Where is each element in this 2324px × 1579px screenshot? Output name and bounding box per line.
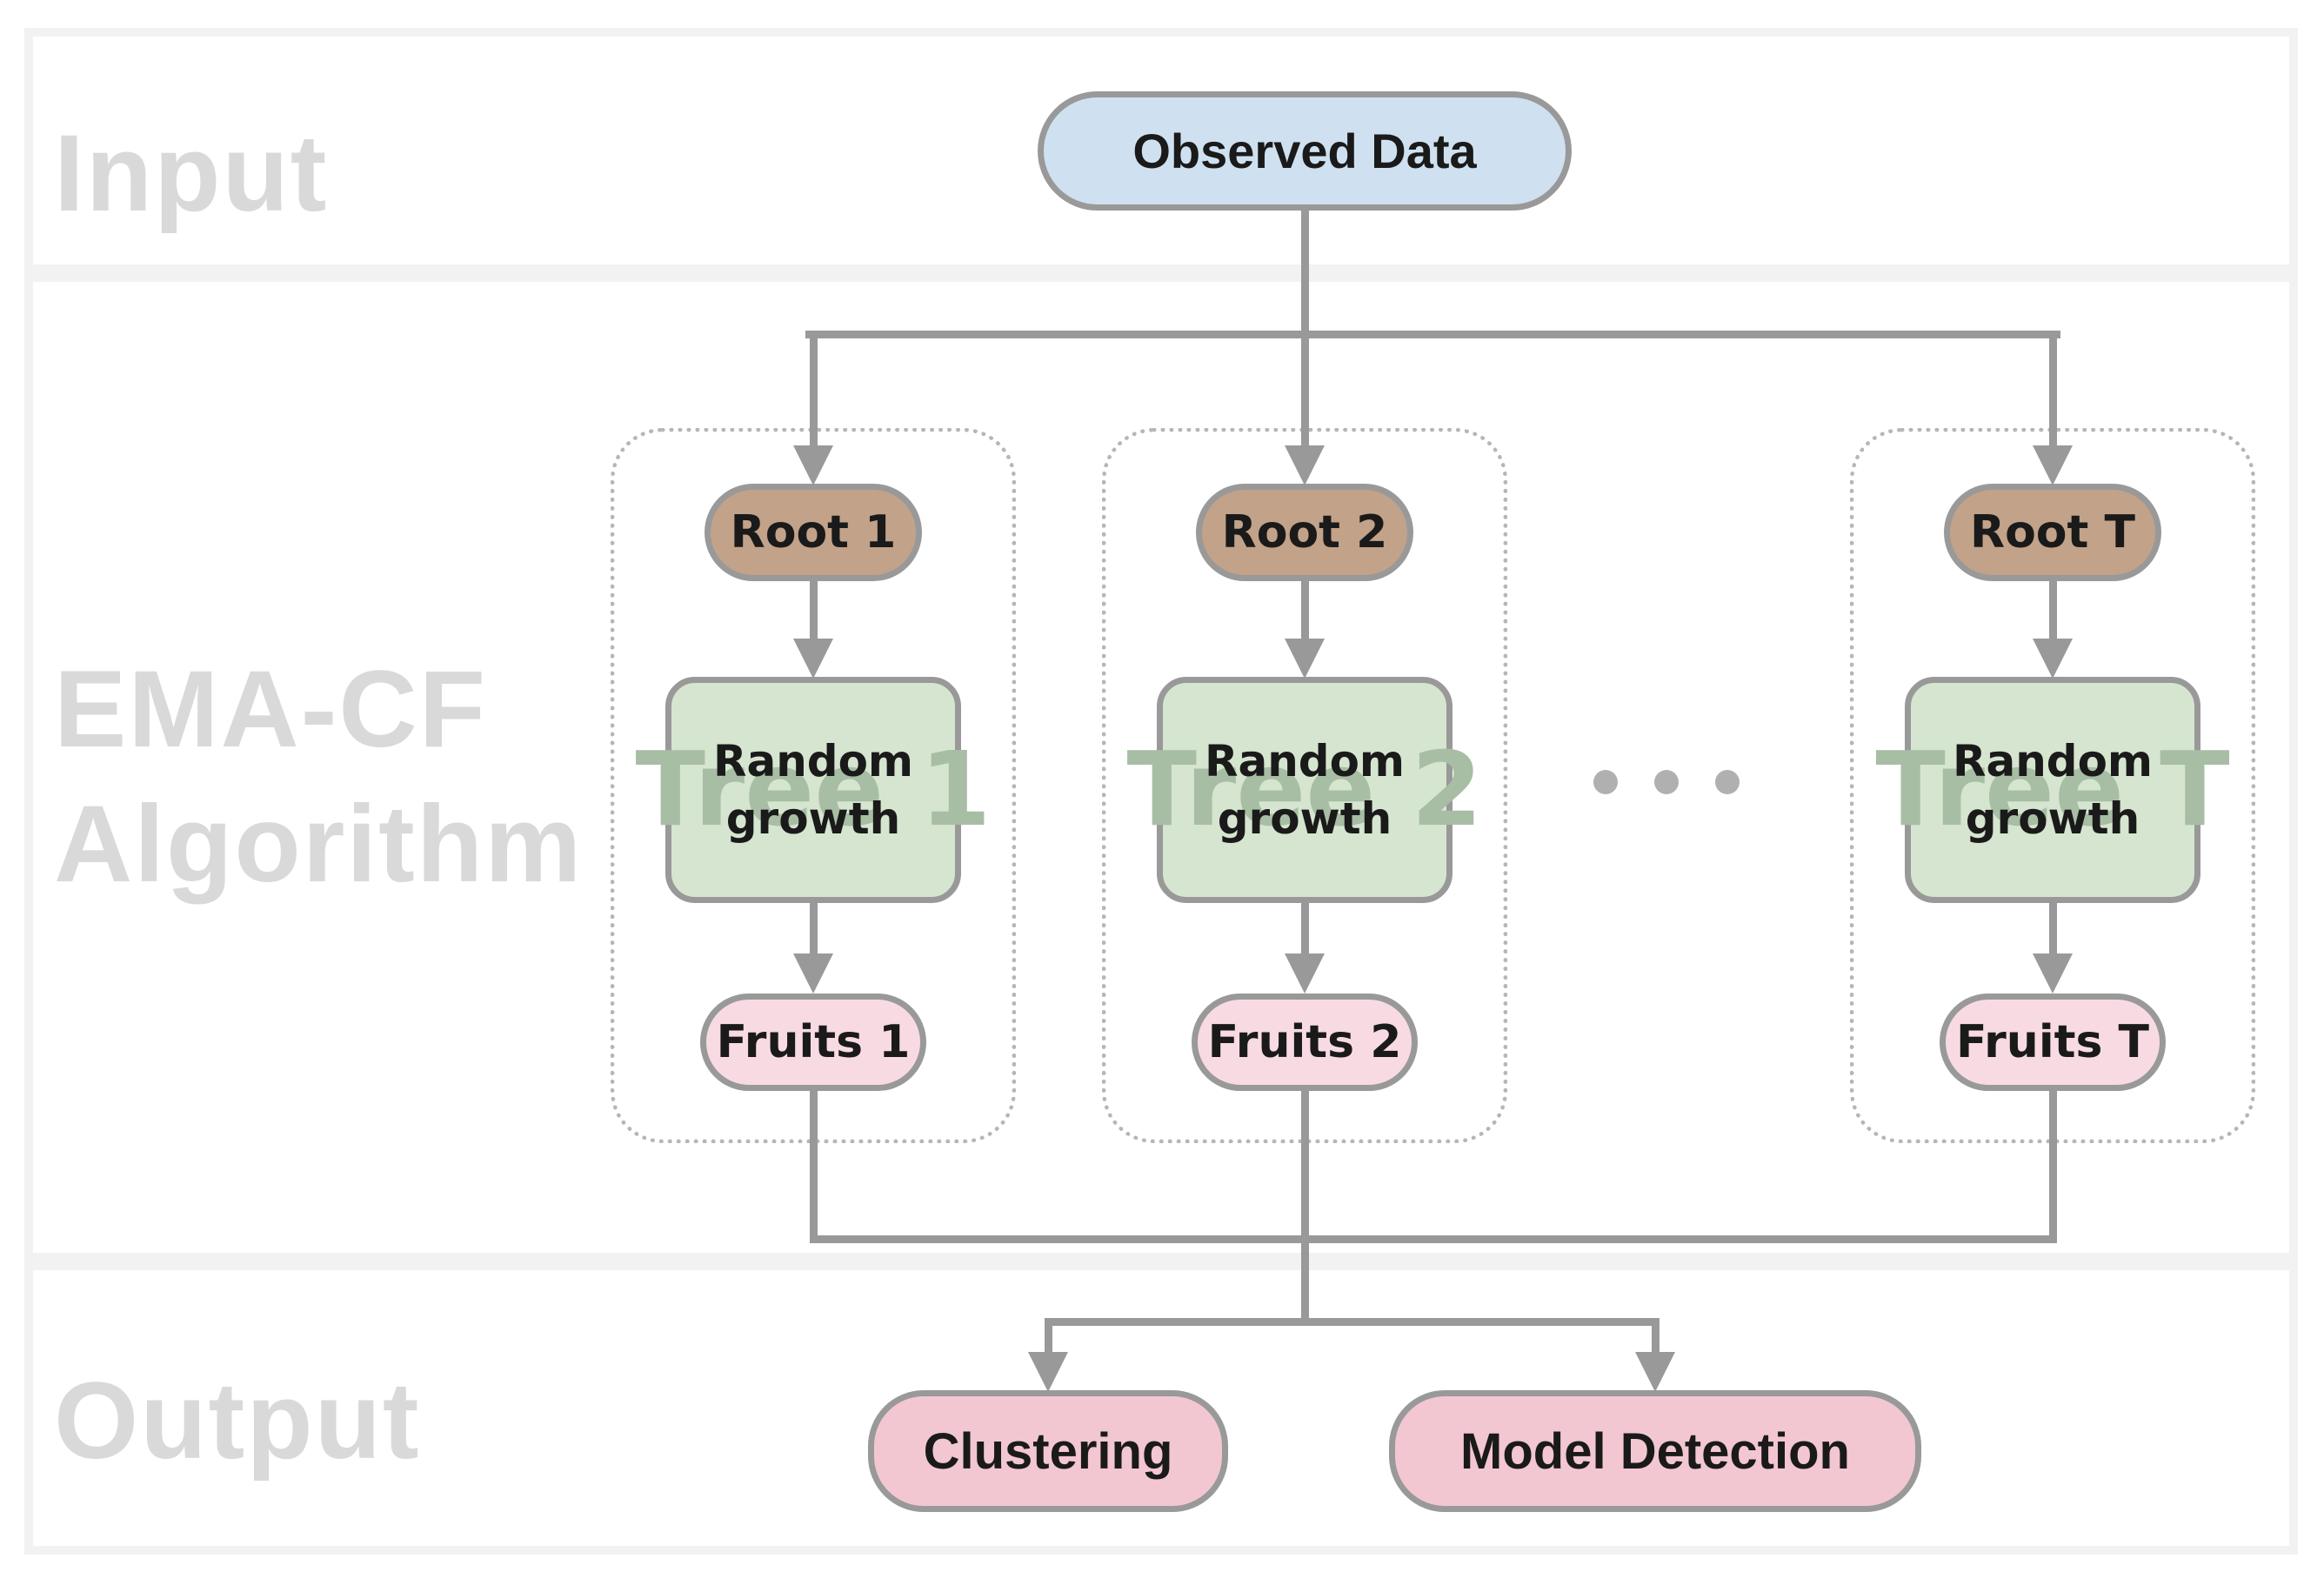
random-growth-label: Random growth (1204, 736, 1406, 844)
row-separator-input-algorithm (24, 264, 2298, 282)
ellipsis-dot (1715, 770, 1740, 794)
connector-branch-to-root-2 (1301, 335, 1309, 448)
node-random-growth-t: Tree T Random growth (1875, 677, 2230, 903)
section-label-input: Input (54, 113, 329, 234)
connector-root2-growth (1301, 578, 1309, 642)
random-growth-label: Random growth (1952, 736, 2154, 844)
connector-branch-to-root-t (2049, 335, 2057, 448)
arrowhead-model-detection (1635, 1352, 1675, 1392)
connector-growtht-fruits (2049, 900, 2057, 957)
connector-branch-horizontal (805, 331, 2060, 338)
node-fruits-2: Fruits 2 (1192, 994, 1418, 1091)
tree-1-watermark: Tree 1 (635, 729, 992, 850)
arrowhead-clustering (1028, 1352, 1068, 1392)
node-random-growth-1: Tree 1 Random growth (636, 677, 991, 903)
node-root-1: Root 1 (705, 484, 922, 581)
ellipsis-dot (1593, 770, 1618, 794)
row-separator-algorithm-output (24, 1253, 2298, 1270)
arrowhead-growth-2 (1285, 639, 1325, 679)
connector-split-to-clustering (1045, 1321, 1052, 1356)
section-label-algorithm: EMA-CF Algorithm (54, 649, 584, 905)
connector-observed-down (1301, 207, 1309, 335)
arrowhead-root-1 (793, 445, 833, 485)
connector-roott-growth (2049, 578, 2057, 642)
connector-branch-to-root-1 (810, 335, 818, 448)
connector-split-to-model (1652, 1321, 1660, 1356)
arrowhead-root-t (2033, 445, 2073, 485)
connector-growth1-fruits (810, 900, 818, 957)
connector-root1-growth (810, 578, 818, 642)
arrowhead-fruits-2 (1285, 953, 1325, 994)
figure-frame (24, 28, 2298, 1555)
node-fruits-1: Fruits 1 (700, 994, 926, 1091)
section-label-output: Output (54, 1361, 421, 1482)
arrowhead-growth-t (2033, 639, 2073, 679)
arrowhead-fruits-1 (793, 953, 833, 994)
node-observed-data: Observed Data (1038, 91, 1572, 211)
connector-growth2-fruits (1301, 900, 1309, 957)
node-fruits-t: Fruits T (1940, 994, 2166, 1091)
node-random-growth-2: Tree 2 Random growth (1127, 677, 1482, 903)
arrowhead-growth-1 (793, 639, 833, 679)
tree-t-watermark: Tree T (1875, 729, 2230, 850)
random-growth-label: Random growth (712, 736, 914, 844)
connector-fruitst-merge (2049, 1087, 2057, 1243)
connector-split-horizontal (1045, 1318, 1660, 1326)
connector-fruits1-merge (810, 1087, 818, 1243)
node-clustering: Clustering (868, 1390, 1228, 1512)
node-root-t: Root T (1944, 484, 2161, 581)
node-root-2: Root 2 (1196, 484, 1413, 581)
connector-fruits2-split (1301, 1087, 1309, 1326)
connector-merge-horizontal (810, 1235, 2057, 1243)
node-model-detection: Model Detection (1389, 1390, 1921, 1512)
arrowhead-root-2 (1285, 445, 1325, 485)
arrowhead-fruits-t (2033, 953, 2073, 994)
ellipsis-dot (1654, 770, 1679, 794)
tree-2-watermark: Tree 2 (1126, 729, 1483, 850)
ellipsis-icon (1593, 770, 1740, 794)
